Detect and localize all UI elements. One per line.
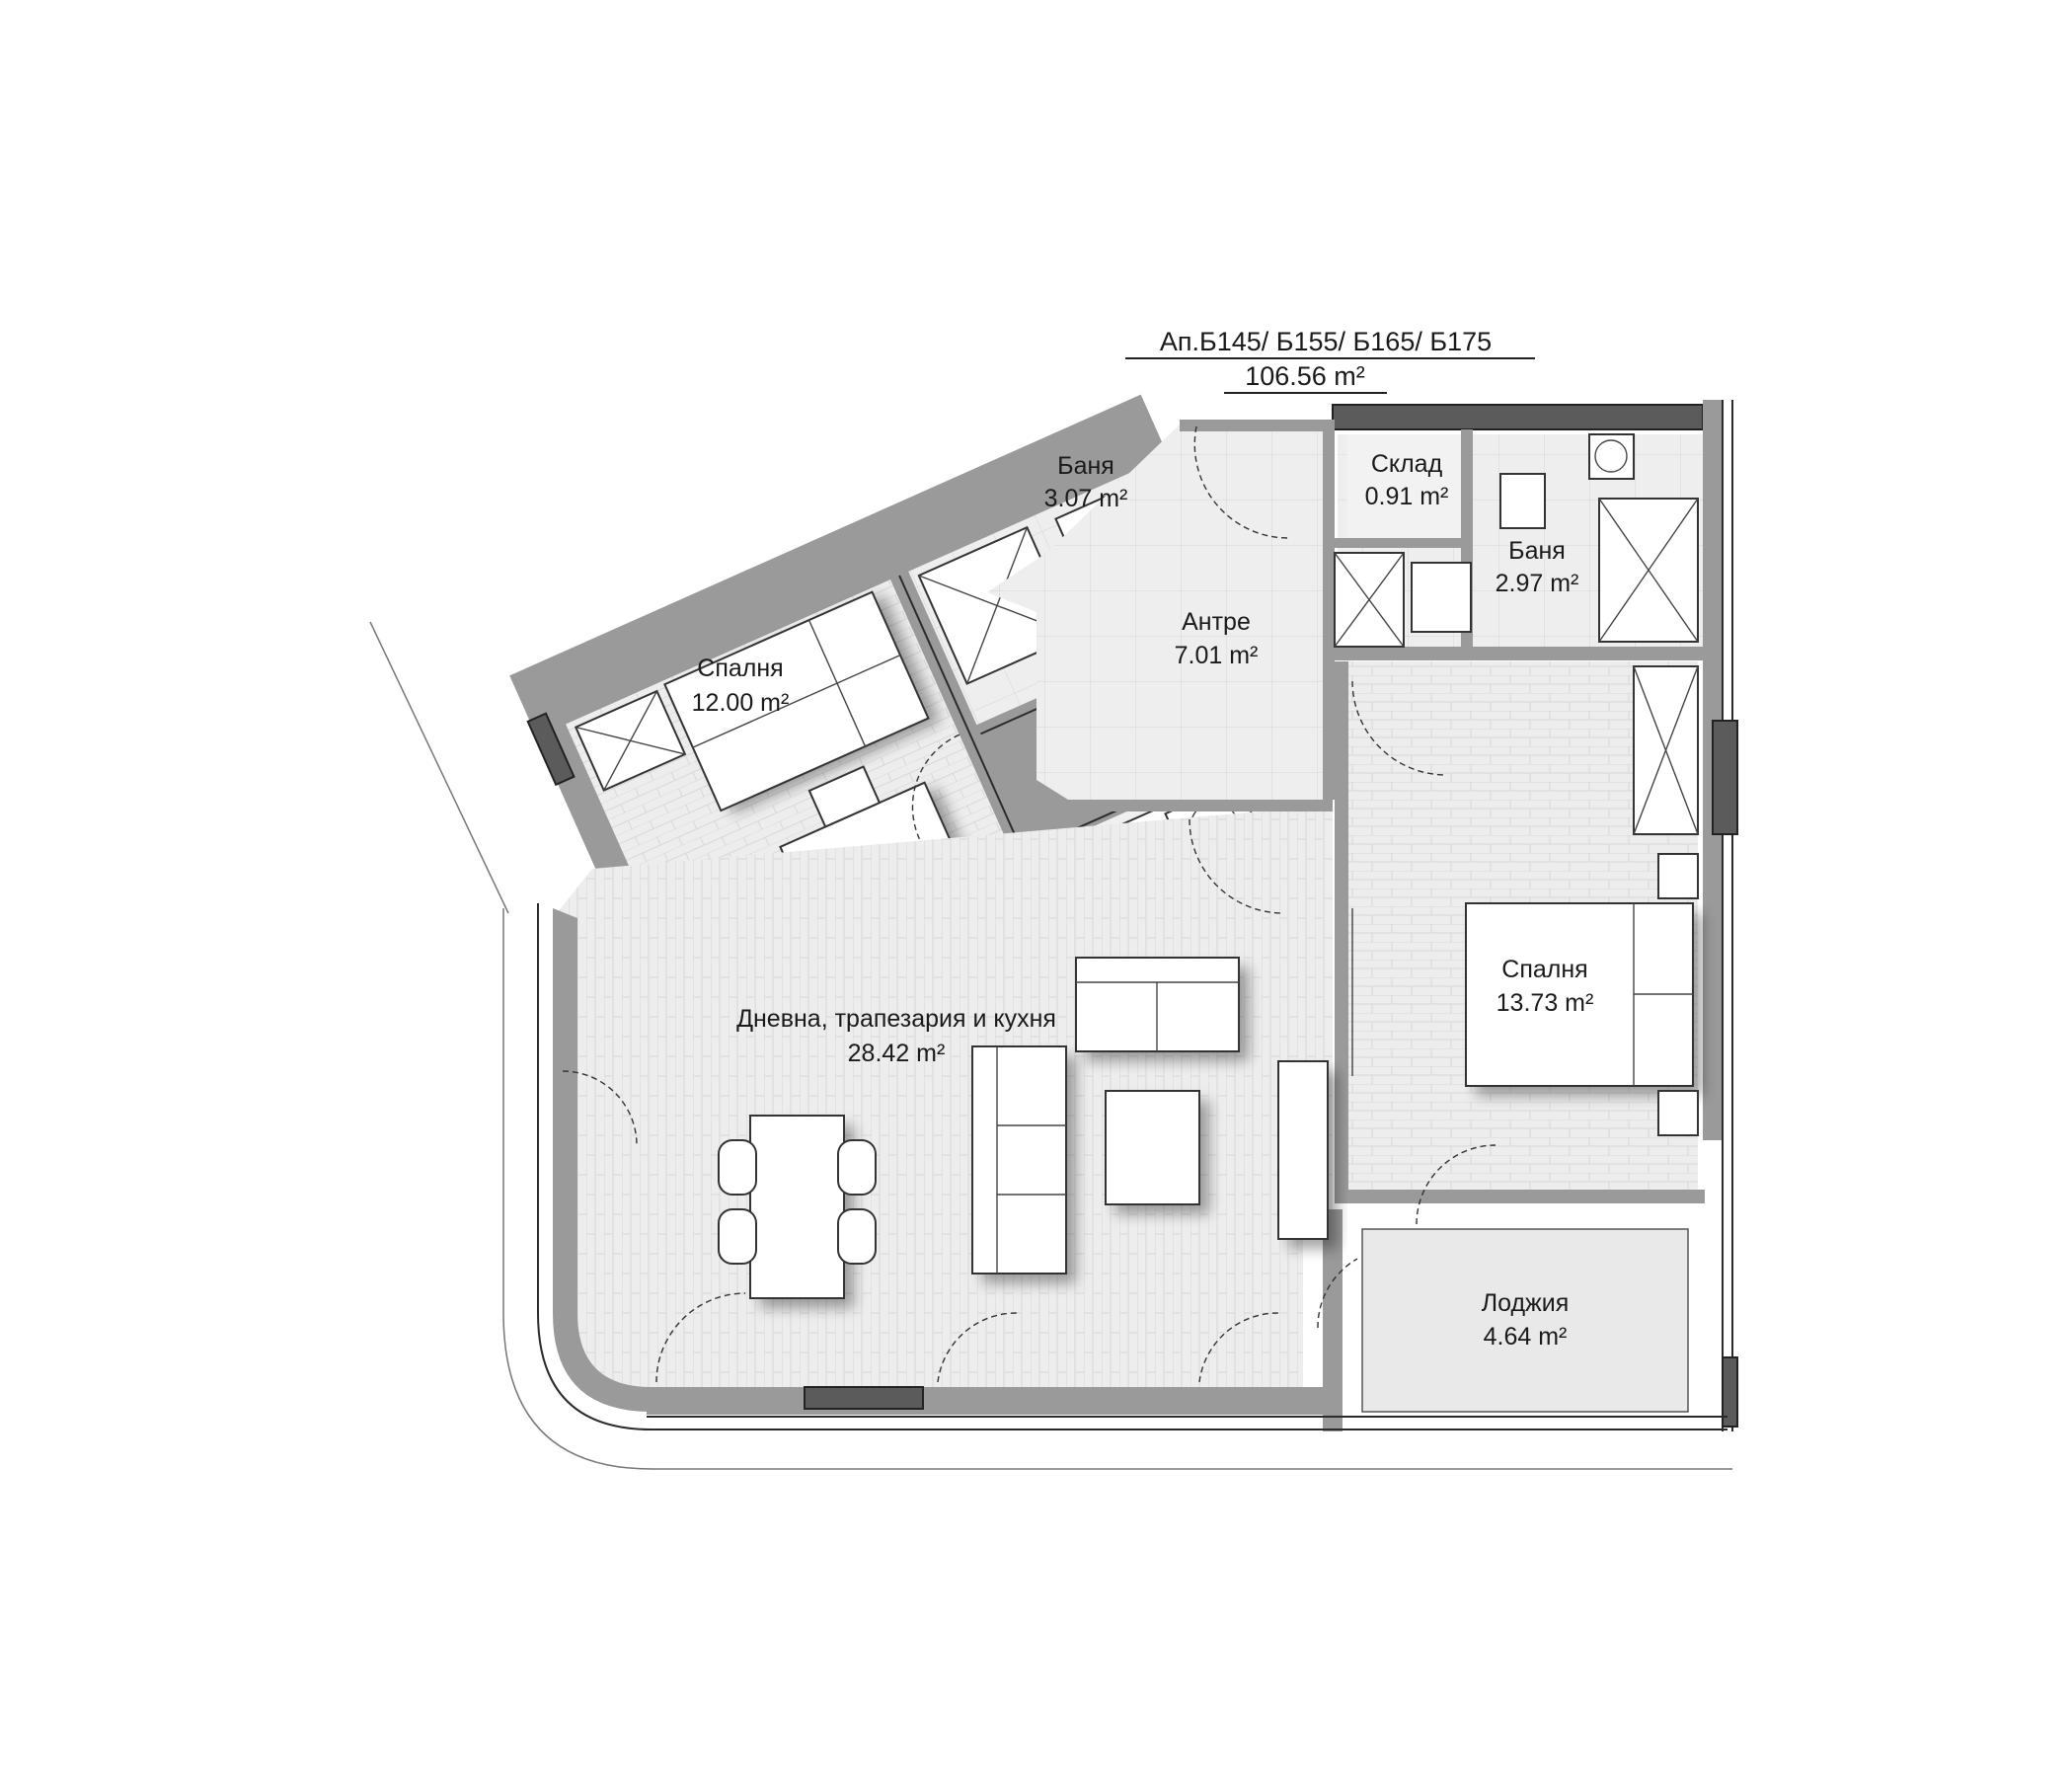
room-area: 12.00 m² <box>692 689 790 717</box>
chair-1 <box>718 1139 757 1196</box>
room-area: 4.64 m² <box>1484 1323 1568 1351</box>
room-name: Баня <box>1057 452 1114 480</box>
living-floor <box>553 810 1333 1387</box>
room-label-hall: Антре 7.01 m² <box>1175 608 1259 669</box>
nightstand-1 <box>1657 853 1699 899</box>
walls <box>369 400 1738 1470</box>
nightstand-2 <box>1657 1090 1699 1136</box>
apartment-header: Ап.Б145/ Б155/ Б165/ Б175 106.56 m² <box>1125 327 1535 394</box>
basin-2 <box>1411 562 1472 633</box>
room-label-bedroom2: Спалня 13.73 m² <box>1496 956 1594 1017</box>
bedroom2-door-arc <box>1351 680 1447 776</box>
room-area: 0.91 m² <box>1365 483 1449 510</box>
room-area: 3.07 m² <box>1044 485 1128 512</box>
toilet-2 <box>1499 473 1546 529</box>
room-label-loggia: Лоджия 4.64 m² <box>1482 1289 1570 1351</box>
room-label-living: Дневна, трапезария и кухня 28.42 m² <box>736 1005 1056 1067</box>
room-label-bath1: Баня 3.07 m² <box>1044 452 1128 512</box>
chair-4 <box>837 1208 877 1265</box>
room-area: 13.73 m² <box>1496 989 1594 1017</box>
hall-door-arc <box>1193 425 1291 539</box>
room-name: Спалня <box>1501 956 1587 983</box>
room-label-storage: Склад 0.91 m² <box>1365 450 1449 510</box>
room-area: 7.01 m² <box>1175 642 1259 669</box>
tv-console <box>1277 1060 1329 1240</box>
room-name: Лоджия <box>1482 1289 1570 1317</box>
room-name: Антре <box>1182 608 1251 636</box>
wing-column <box>526 712 576 787</box>
coffee-table <box>1105 1090 1200 1205</box>
room-name: Баня <box>1508 537 1566 565</box>
hall-floor <box>987 425 1323 805</box>
room-name: Склад <box>1371 450 1443 478</box>
chair-2 <box>718 1208 757 1265</box>
apartment-title: Ап.Б145/ Б155/ Б165/ Б175 <box>1160 327 1492 356</box>
loggia-floor <box>1361 1228 1689 1413</box>
room-name: Дневна, трапезария и кухня <box>736 1005 1056 1033</box>
living-door-arc <box>1189 818 1284 914</box>
sofa <box>971 1045 1067 1275</box>
desk-chair <box>807 765 882 828</box>
dining-table <box>749 1115 845 1299</box>
room-name: Спалня <box>697 655 783 682</box>
room-label-bedroom1: Спалня 12.00 m² <box>692 655 790 717</box>
room-area: 28.42 m² <box>848 1040 946 1067</box>
room-area: 2.97 m² <box>1496 570 1579 597</box>
chair-3 <box>837 1139 877 1196</box>
apartment-total-area: 106.56 m² <box>1245 361 1365 391</box>
room-label-bath2: Баня 2.97 m² <box>1496 537 1579 597</box>
